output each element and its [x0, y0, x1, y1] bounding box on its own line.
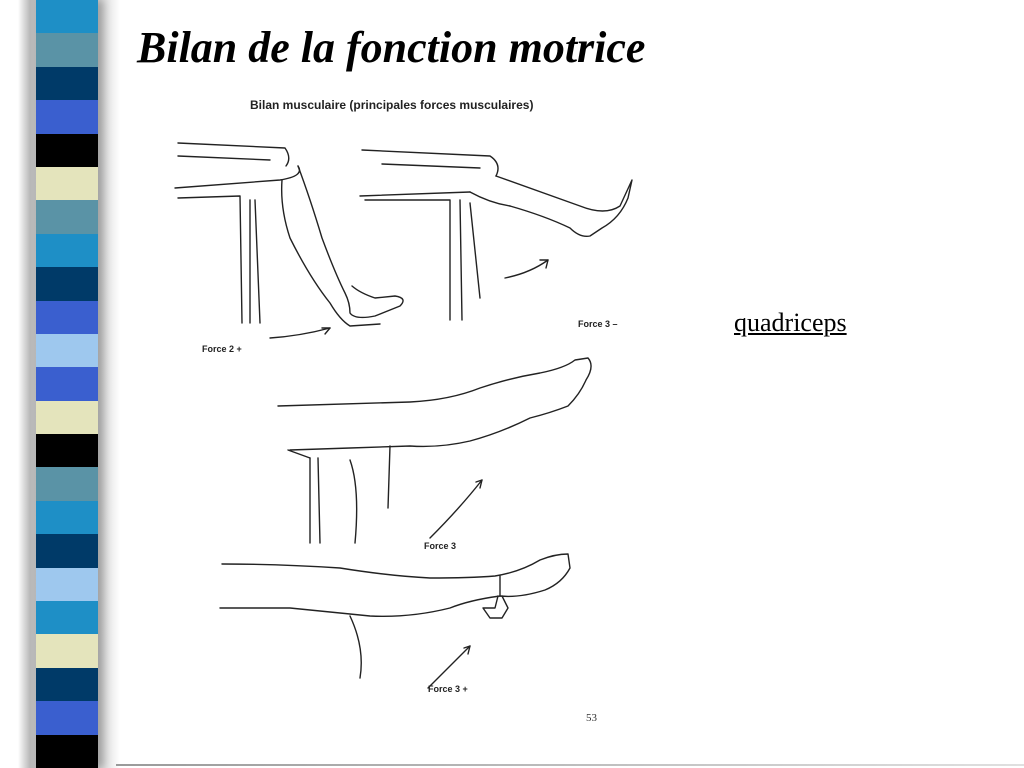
slide-title: Bilan de la fonction motrice: [137, 23, 646, 72]
stripe-segment: [36, 434, 98, 468]
stripe-segment: [36, 467, 98, 501]
quadriceps-link[interactable]: quadriceps: [734, 308, 847, 337]
stripe-segment: [36, 267, 98, 301]
stripe-segment: [36, 133, 98, 167]
stripe-segment: [36, 567, 98, 602]
stripe-segment: [36, 701, 98, 735]
stripe-segment: [36, 367, 98, 401]
stripe-segment: [36, 300, 98, 334]
stripe-segment: [36, 66, 98, 101]
figure-page-number: 53: [586, 712, 597, 724]
stripe-segment: [36, 166, 98, 201]
muscle-test-figure: Bilan musculaire (principales forces mus…: [150, 88, 640, 733]
leg-extension-raised-icon: [277, 357, 592, 544]
leg-extension-with-weight-icon: [219, 553, 571, 689]
stripe-segment: [36, 534, 98, 568]
stripe-segment: [36, 333, 98, 368]
knee-flexed-leg-icon: [174, 142, 404, 339]
stripe-segment: [36, 100, 98, 134]
label-force-3-minus: Force 3 –: [578, 319, 618, 329]
bottom-rule: [116, 764, 1024, 766]
stripe-segment: [36, 33, 98, 67]
stripe-segment: [36, 500, 98, 535]
knee-extension-seated-icon: [359, 149, 633, 321]
decorative-stripe-bar: [36, 0, 98, 768]
stripe-segment: [36, 634, 98, 668]
label-force-2-plus: Force 2 +: [202, 344, 242, 354]
stripe-segment: [36, 667, 98, 702]
stripe-segment: [36, 200, 98, 234]
label-force-3-plus: Force 3 +: [428, 684, 468, 694]
stripe-segment: [36, 734, 98, 768]
leg-drawings: [174, 142, 633, 689]
stripe-segment: [36, 233, 98, 268]
label-force-3: Force 3: [424, 541, 457, 551]
stripe-segment: [36, 0, 98, 34]
stripe-segment: [36, 601, 98, 635]
figure-heading: Bilan musculaire (principales forces mus…: [250, 98, 534, 112]
stripe-segment: [36, 400, 98, 435]
